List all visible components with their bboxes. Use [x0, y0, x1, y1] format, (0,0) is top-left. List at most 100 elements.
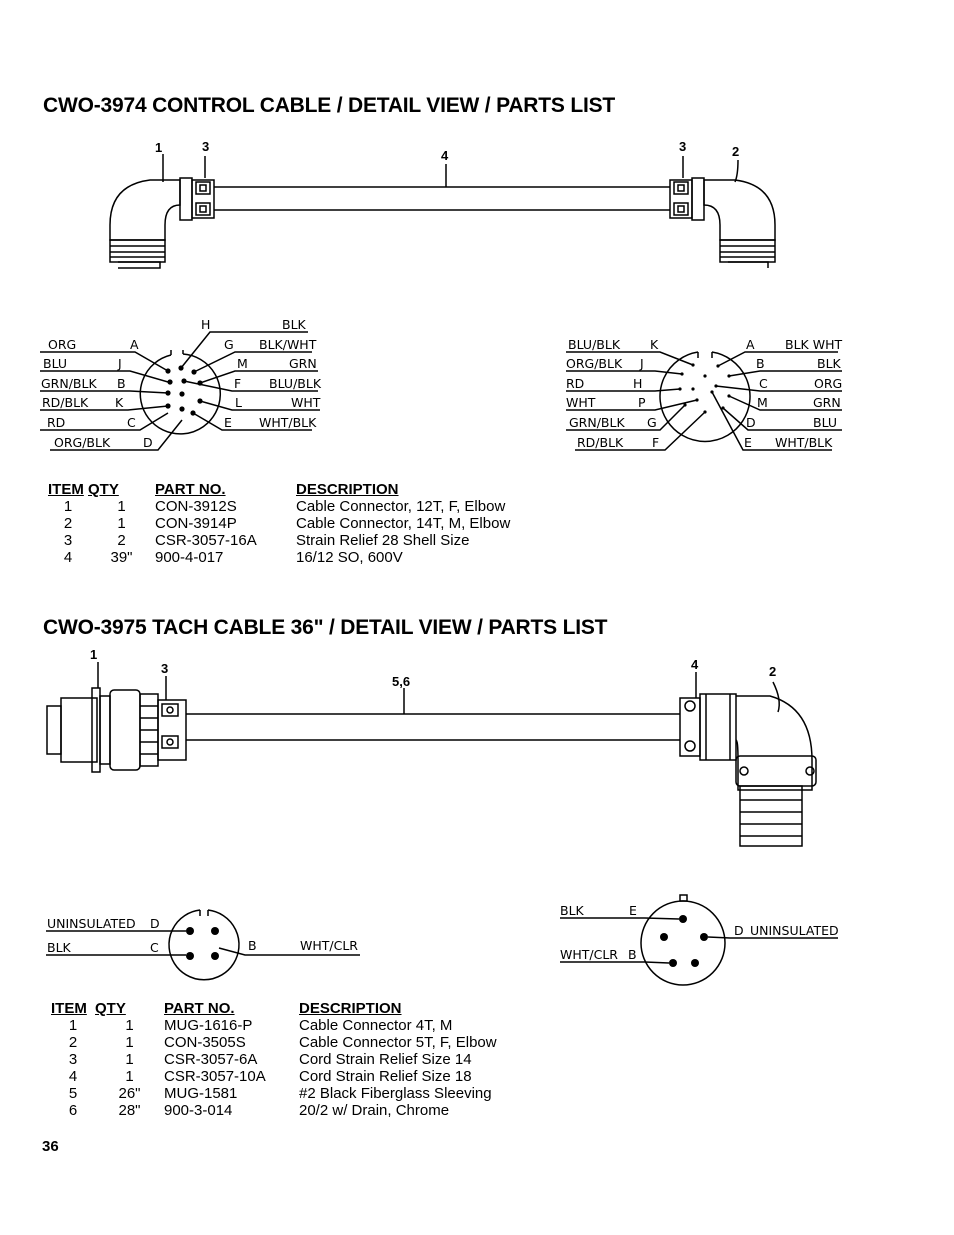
cell-item: 2: [63, 515, 73, 532]
pin-label: M: [237, 356, 248, 371]
pin-label: F: [652, 435, 659, 450]
cell-item: 5: [68, 1085, 78, 1102]
table-row: 3 1 CSR-3057-6A Cord Strain Relief Size …: [51, 1051, 539, 1068]
cell-description: Cable Connector 4T, M: [299, 1017, 453, 1034]
table-header: ITEM QTY PART NO. DESCRIPTION: [48, 481, 536, 498]
table-row: 5 26" MUG-1581 #2 Black Fiberglass Sleev…: [51, 1085, 539, 1102]
wire-label: ORG/BLK: [54, 435, 111, 450]
cell-description: Cable Connector, 14T, M, Elbow: [296, 515, 511, 532]
cell-item: 3: [63, 532, 73, 549]
col-item: ITEM: [51, 1000, 87, 1017]
pinout-12t-labels: ORG A BLU J GRN/BLK B RD/BLK K RD C ORG/…: [41, 317, 322, 450]
pinout-14t-labels: BLU/BLK K ORG/BLK J RD H WHT P GRN/BLK G…: [566, 337, 842, 450]
callout-3-left: 3: [202, 139, 209, 154]
cell-qty: 2: [117, 532, 126, 549]
pin-label: J: [117, 356, 122, 371]
table-row: 4 1 CSR-3057-10A Cord Strain Relief Size…: [51, 1068, 539, 1085]
wire-label: BLK: [47, 940, 72, 955]
cell-description: #2 Black Fiberglass Sleeving: [299, 1085, 492, 1102]
table-row: 1 1 MUG-1616-P Cable Connector 4T, M: [51, 1017, 539, 1034]
pin-label: G: [647, 415, 657, 430]
cable-3974-body: [109, 154, 776, 269]
col-part-no: PART NO.: [164, 1000, 235, 1017]
wire-label: GRN: [813, 395, 841, 410]
cell-qty: 39": [110, 549, 133, 566]
pin-label: C: [150, 940, 159, 955]
cell-item: 2: [68, 1034, 78, 1051]
table-row: 4 39" 900-4-017 16/12 SO, 600V: [48, 549, 536, 566]
cell-description: Cable Connector, 12T, F, Elbow: [296, 498, 506, 515]
wire-label: UNINSULATED: [47, 916, 136, 931]
cable-3975-callouts: 1 3 5,6 4 2: [90, 647, 776, 689]
wire-label: GRN/BLK: [41, 376, 97, 391]
pin-label: E: [629, 903, 637, 918]
cell-part-no: CSR-3057-16A: [155, 532, 257, 549]
page-number: 36: [42, 1138, 59, 1155]
callout-4: 4: [441, 148, 449, 163]
cell-qty: 1: [125, 1051, 134, 1068]
col-qty: QTY: [95, 1000, 126, 1017]
col-part-no: PART NO.: [155, 481, 226, 498]
cell-qty: 1: [117, 498, 126, 515]
cell-item: 4: [63, 549, 73, 566]
cell-qty: 1: [125, 1068, 134, 1085]
pin-label: C: [759, 376, 768, 391]
cell-qty: 1: [125, 1017, 134, 1034]
wire-label: BLK: [817, 356, 842, 371]
wire-label: WHT/CLR: [560, 947, 618, 962]
cell-part-no: CSR-3057-6A: [164, 1051, 258, 1068]
cell-item: 4: [68, 1068, 78, 1085]
wire-label: ORG: [48, 337, 76, 352]
table-row: 3 2 CSR-3057-16A Strain Relief 28 Shell …: [48, 532, 536, 549]
wire-label: WHT/BLK: [775, 435, 833, 450]
pin-label: C: [127, 415, 136, 430]
wire-label: BLK WHT: [785, 337, 842, 352]
cell-part-no: CON-3914P: [155, 515, 237, 532]
pin-label: D: [143, 435, 153, 450]
pin-label: A: [130, 337, 139, 352]
wire-label: WHT/BLK: [259, 415, 317, 430]
pin-label: E: [224, 415, 232, 430]
wire-label: BLU/BLK: [568, 337, 621, 352]
pin-label: J: [639, 356, 644, 371]
pin-label: H: [201, 317, 210, 332]
pin-label: L: [235, 395, 242, 410]
cell-qty: 1: [125, 1034, 134, 1051]
table-row: 6 28" 900-3-014 20/2 w/ Drain, Chrome: [51, 1102, 539, 1119]
section2-title: CWO-3975 TACH CABLE 36" / DETAIL VIEW / …: [43, 616, 608, 639]
wire-label: RD/BLK: [42, 395, 89, 410]
pin-label: D: [746, 415, 756, 430]
wire-label: BLK: [560, 903, 585, 918]
callout-3-right: 3: [679, 139, 686, 154]
wire-label: BLU: [43, 356, 67, 371]
pinout-4t-labels: UNINSULATED D BLK C B WHT/CLR: [47, 916, 358, 955]
callout-2: 2: [769, 664, 776, 679]
wire-label: UNINSULATED: [750, 923, 839, 938]
cable-3975-body: [46, 662, 817, 847]
cell-description: Cable Connector 5T, F, Elbow: [299, 1034, 497, 1051]
pin-label: F: [234, 376, 241, 391]
pin-label: B: [756, 356, 765, 371]
pin-label: D: [150, 916, 160, 931]
pin-label: B: [117, 376, 126, 391]
cell-part-no: MUG-1616-P: [164, 1017, 253, 1034]
wire-label: BLK/WHT: [259, 337, 317, 352]
pinout-14t: [566, 351, 842, 451]
cell-part-no: CON-3912S: [155, 498, 237, 515]
cell-description: Strain Relief 28 Shell Size: [296, 532, 470, 549]
cell-description: Cord Strain Relief Size 18: [299, 1068, 472, 1085]
cell-qty: 26": [118, 1085, 141, 1102]
pinout-5t: [560, 894, 838, 986]
wire-label: WHT: [291, 395, 321, 410]
pinout-4t: [46, 909, 360, 981]
cell-part-no: CSR-3057-10A: [164, 1068, 266, 1085]
callout-3: 3: [161, 661, 168, 676]
pin-label: G: [224, 337, 234, 352]
wire-label: BLK: [282, 317, 307, 332]
table-header: ITEM QTY PART NO. DESCRIPTION: [51, 1000, 539, 1017]
cell-description: Cord Strain Relief Size 14: [299, 1051, 472, 1068]
pin-label: H: [633, 376, 642, 391]
cell-part-no: 900-3-014: [164, 1102, 233, 1119]
cell-description: 20/2 w/ Drain, Chrome: [299, 1102, 450, 1119]
wire-label: BLU: [813, 415, 837, 430]
